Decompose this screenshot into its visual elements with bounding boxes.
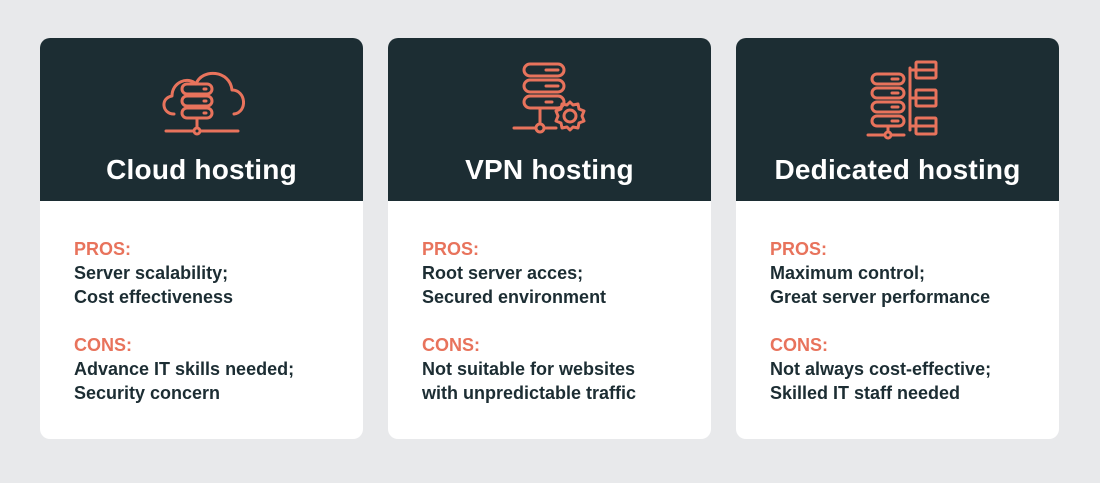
cons-item: Security concern bbox=[74, 383, 221, 403]
card-vpn-hosting: VPN hosting PROS: Root server acces; Sec… bbox=[388, 38, 711, 439]
pros-label: PROS: bbox=[770, 239, 828, 259]
cons-item: Skilled IT staff needed bbox=[770, 383, 961, 403]
card-header: VPN hosting bbox=[388, 38, 711, 201]
card-header: Cloud hosting bbox=[40, 38, 363, 201]
card-dedicated-hosting: Dedicated hosting PROS: Maximum control;… bbox=[736, 38, 1059, 439]
card-body: PROS: Root server acces; Secured environ… bbox=[388, 201, 711, 405]
pros-item: Great server performance bbox=[770, 287, 991, 307]
pros-item: Root server acces; bbox=[422, 263, 584, 283]
cons-label: CONS: bbox=[74, 335, 132, 355]
card-title: Cloud hosting bbox=[106, 154, 297, 185]
card-header: Dedicated hosting bbox=[736, 38, 1059, 201]
cons-item: with unpredictable traffic bbox=[422, 383, 637, 403]
pros-label: PROS: bbox=[422, 239, 480, 259]
cons-item: Advance IT skills needed; bbox=[74, 359, 295, 379]
pros-item: Cost effectiveness bbox=[74, 287, 234, 307]
card-body: PROS: Server scalability; Cost effective… bbox=[40, 201, 363, 405]
card-body: PROS: Maximum control; Great server perf… bbox=[736, 201, 1059, 405]
card-title: VPN hosting bbox=[465, 154, 634, 185]
server-network-icon bbox=[848, 58, 948, 144]
card-title: Dedicated hosting bbox=[774, 154, 1021, 185]
pros-item: Secured environment bbox=[422, 287, 607, 307]
card-cloud-hosting: Cloud hosting PROS: Server scalability; … bbox=[40, 38, 363, 439]
cloud-server-icon bbox=[152, 58, 252, 144]
server-gear-icon bbox=[500, 58, 600, 144]
cons-label: CONS: bbox=[770, 335, 828, 355]
cons-label: CONS: bbox=[422, 335, 480, 355]
cons-item: Not always cost-effective; bbox=[770, 359, 992, 379]
cons-item: Not suitable for websites bbox=[422, 359, 636, 379]
pros-label: PROS: bbox=[74, 239, 132, 259]
pros-item: Server scalability; bbox=[74, 263, 229, 283]
pros-item: Maximum control; bbox=[770, 263, 926, 283]
